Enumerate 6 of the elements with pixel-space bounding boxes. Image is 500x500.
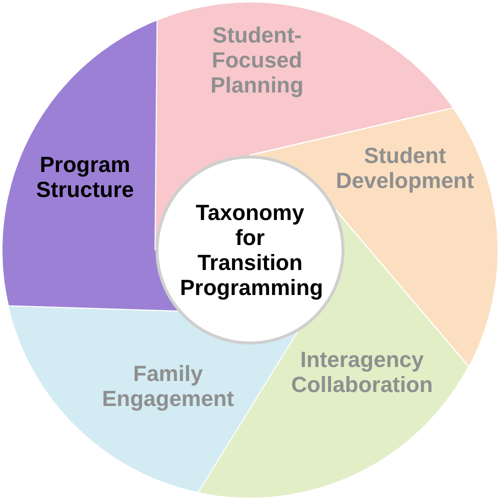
- segment-label: Student Development: [334, 142, 476, 193]
- segment-label: Family Engagement: [100, 361, 235, 411]
- segment-label: Program Structure: [35, 152, 135, 202]
- segment-label: Taxonomy for Transition Programming: [180, 200, 320, 300]
- segment-label: Student-Focused Planning: [210, 22, 304, 98]
- segment-label: Interagency Collaboration: [290, 346, 434, 397]
